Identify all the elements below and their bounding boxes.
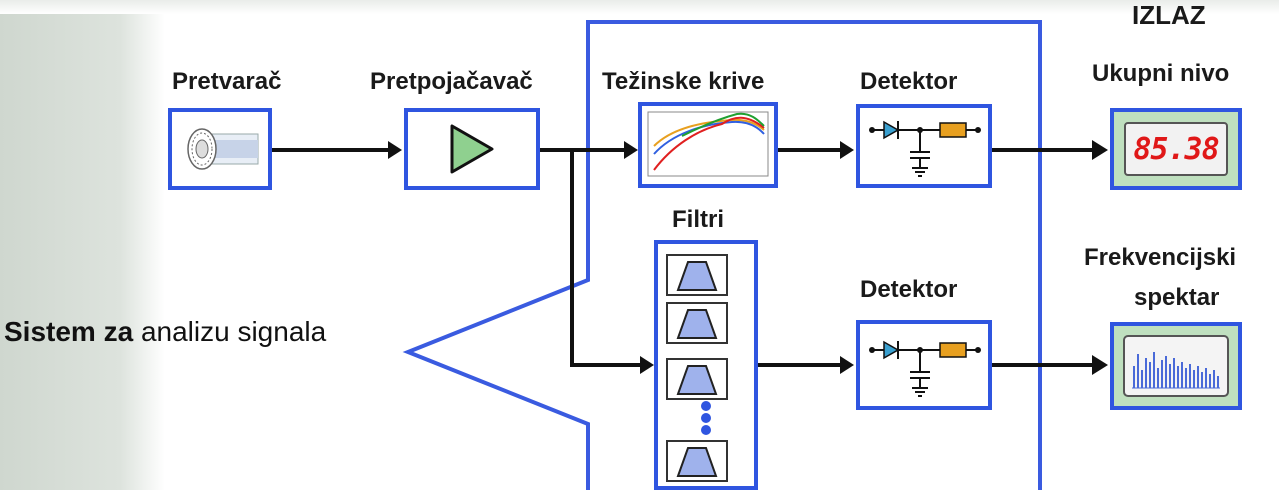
label-filtri: Filtri	[672, 206, 724, 233]
filter-cell	[666, 254, 728, 296]
label-izlaz: IZLAZ	[1132, 0, 1206, 30]
bandpass-filter-icon	[676, 365, 718, 395]
filter-bank-block	[654, 240, 758, 490]
label-frekvencijski: Frekvencijski	[1084, 244, 1237, 271]
amplifier-icon	[450, 124, 494, 174]
callout-label: Sistem za analizu signala	[4, 316, 326, 348]
total-level-display-block: 85.38	[1110, 108, 1242, 190]
bandpass-filter-icon	[676, 447, 718, 477]
top-band	[0, 0, 1279, 14]
label-tezinske-krive: Težinske krive	[602, 68, 765, 95]
filter-cell	[666, 302, 728, 344]
detector-block-bottom	[856, 320, 992, 410]
filter-continuation-dots	[701, 401, 711, 435]
detector-block-top	[856, 104, 992, 188]
bandpass-filter-icon	[676, 261, 718, 291]
filter-cell	[666, 440, 728, 482]
transducer-icon	[187, 128, 259, 170]
label-ukupni-nivo: Ukupni nivo	[1092, 60, 1230, 87]
detector-icon	[869, 340, 981, 397]
filter-cell	[666, 358, 728, 400]
bandpass-filter-icon	[676, 309, 718, 339]
label-pretvarac: Pretvarač	[172, 68, 282, 95]
display-readout: 85.38	[1124, 122, 1228, 176]
spectrum-display-block	[1110, 322, 1242, 410]
transducer-block	[168, 108, 272, 190]
label-spektar: spektar	[1134, 284, 1220, 311]
detector-icon	[869, 120, 981, 177]
analysis-system-frame	[402, 20, 1042, 490]
preamplifier-block	[404, 108, 540, 190]
label-detektor-top: Detektor	[860, 68, 958, 95]
callout-bold: Sistem za	[4, 316, 134, 347]
callout-normal: analizu signala	[133, 316, 327, 347]
spectrum-icon	[1123, 335, 1229, 397]
weighting-curves-icon	[647, 111, 769, 177]
label-detektor-bottom: Detektor	[860, 276, 958, 303]
weighting-curves-block	[638, 102, 778, 188]
label-pretpojacavac: Pretpojačavač	[370, 68, 533, 95]
